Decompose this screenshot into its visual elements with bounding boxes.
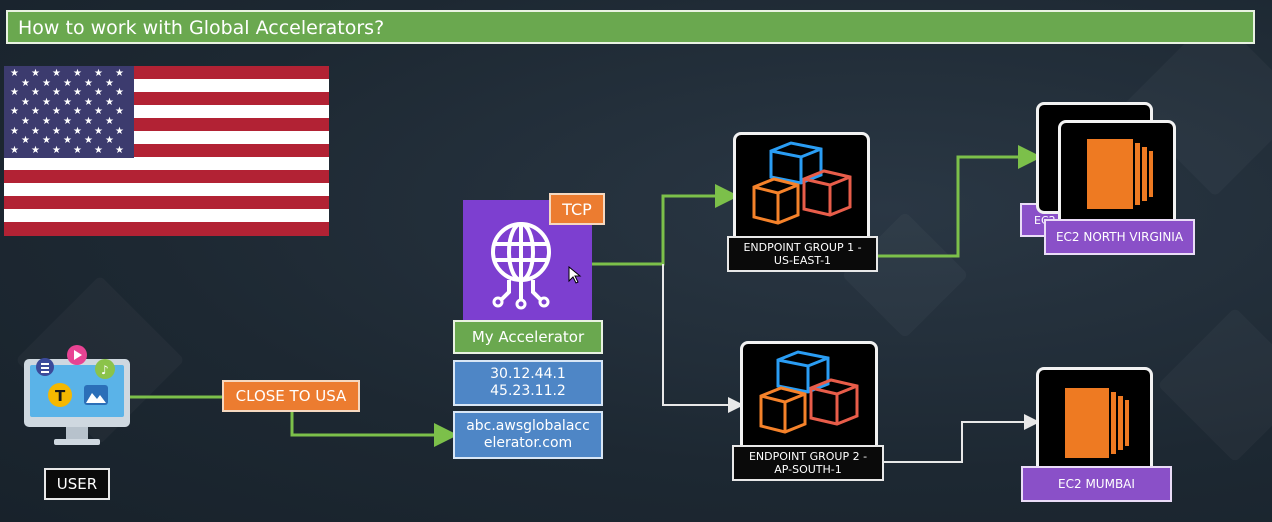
accelerator-name-label: My Accelerator [453,320,603,354]
flag-star-icon: ★ [84,77,93,89]
flag-star-icon: ★ [105,116,114,127]
close-to-usa-label: CLOSE TO USA [222,380,360,412]
flag-star-icon: ★ [10,125,19,137]
ec2-mumbai-text: EC2 MUMBAI [1058,476,1135,491]
endpoint-group-2-line1: ENDPOINT GROUP 2 - [748,450,868,463]
flag-star-icon: ★ [115,68,124,79]
flag-star-icon: ★ [52,68,61,79]
us-flag-icon: ★★★★★★★★★★★★★★★★★★★★★★★★★★★★★★★★★★★★★★★★… [4,66,329,236]
static-ip-addresses: 30.12.44.1 45.23.11.2 [453,360,603,406]
flag-star-icon: ★ [31,68,40,79]
flag-star-icon: ★ [52,125,61,137]
flag-star-icon: ★ [21,116,30,127]
flag-star-icon: ★ [42,135,51,147]
svg-text:T: T [55,387,66,405]
flag-star-icon: ★ [105,96,114,108]
user-computer-icon: ♪ T [22,345,132,450]
flag-star-icon: ★ [21,96,30,108]
flag-star-icon: ★ [52,144,61,156]
flag-star-icon: ★ [94,125,103,137]
flag-star-icon: ★ [94,144,103,156]
flag-star-icon: ★ [115,125,124,137]
cursor-icon [568,265,582,288]
flag-star-icon: ★ [94,87,103,99]
flag-star-icon: ★ [31,87,40,99]
ec2-north-virginia-label: EC2 NORTH VIRGINIA [1044,219,1195,255]
flag-star-icon: ★ [105,135,114,147]
tcp-text: TCP [562,199,592,219]
dns-name: abc.awsglobalacc elerator.com [453,411,603,459]
ip-address-1: 30.12.44.1 [490,366,566,382]
flag-star-icon: ★ [94,106,103,118]
endpoint-group-1-icon [733,132,870,246]
ec2-north-virginia-icon [1058,120,1176,228]
flag-star-icon: ★ [10,106,19,118]
flag-star-icon: ★ [63,77,72,89]
svg-text:♪: ♪ [101,363,109,377]
flag-star-icon: ★ [10,87,19,99]
accelerator-name-text: My Accelerator [471,328,585,346]
flag-star-icon: ★ [21,135,30,147]
flag-star-icon: ★ [73,68,82,79]
flag-star-icon: ★ [73,144,82,156]
flag-star-icon: ★ [52,87,61,99]
flag-star-icon: ★ [63,116,72,127]
user-label: USER [44,468,110,500]
flag-star-icon: ★ [63,96,72,108]
ec2-mumbai-label: EC2 MUMBAI [1021,466,1172,502]
flag-star-icon: ★ [73,87,82,99]
endpoint-group-1-label: ENDPOINT GROUP 1 - US-EAST-1 [727,236,878,272]
endpoint-group-2-label: ENDPOINT GROUP 2 - AP-SOUTH-1 [732,445,884,481]
flag-star-icon: ★ [42,77,51,89]
user-label-text: USER [56,475,98,493]
endpoint-group-1-line1: ENDPOINT GROUP 1 - [743,241,862,254]
flag-star-icon: ★ [21,77,30,89]
flag-star-icon: ★ [105,77,114,89]
flag-star-icon: ★ [84,116,93,127]
ec2-mumbai-icon [1036,367,1153,477]
ip-address-2: 45.23.11.2 [490,383,566,399]
flag-star-icon: ★ [115,106,124,118]
close-to-usa-text: CLOSE TO USA [235,387,347,405]
flag-star-icon: ★ [42,116,51,127]
flag-star-icon: ★ [73,125,82,137]
flag-star-icon: ★ [94,68,103,79]
flag-star-icon: ★ [10,144,19,156]
flag-star-icon: ★ [63,135,72,147]
title-bar: How to work with Global Accelerators? [6,10,1255,44]
flag-star-icon: ★ [84,135,93,147]
tcp-badge: TCP [549,193,605,225]
flag-star-icon: ★ [10,68,19,79]
endpoint-group-2-line2: AP-SOUTH-1 [774,463,842,476]
flag-star-icon: ★ [84,96,93,108]
flag-star-icon: ★ [115,87,124,99]
ec2-north-virginia-text: EC2 NORTH VIRGINIA [1055,229,1184,244]
flag-star-icon: ★ [115,144,124,156]
endpoint-group-2-icon [740,341,878,455]
flag-star-icon: ★ [31,125,40,137]
endpoint-group-1-line2: US-EAST-1 [773,254,832,267]
flag-star-icon: ★ [73,106,82,118]
dns-line-2: elerator.com [483,435,573,451]
flag-star-icon: ★ [52,106,61,118]
dns-line-1: abc.awsglobalacc [466,418,590,434]
flag-star-icon: ★ [31,106,40,118]
flag-star-icon: ★ [31,144,40,156]
page-title: How to work with Global Accelerators? [18,17,385,39]
flag-star-icon: ★ [42,96,51,108]
